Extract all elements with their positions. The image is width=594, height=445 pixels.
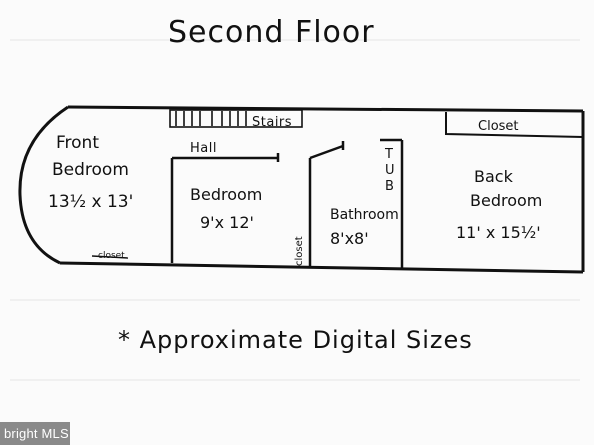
bathroom-size: 8'x8': [330, 229, 369, 248]
bathroom-walls: [308, 138, 404, 270]
back-bedroom-name-line2: Bedroom: [470, 191, 542, 210]
hall-label: Hall: [190, 141, 217, 156]
front-bedroom-name-line1: Front: [56, 133, 99, 153]
closet-top-label: Closet: [478, 119, 519, 134]
bedroom-name: Bedroom: [190, 185, 262, 204]
stairs-label: Stairs: [252, 115, 292, 130]
back-bedroom-name-line1: Back: [474, 167, 514, 186]
outer-walls: [18, 105, 585, 274]
tub-letter-b: B: [385, 179, 394, 194]
closet-top: [445, 112, 584, 138]
tub-letter-t: T: [384, 147, 393, 162]
approximate-sizes-note: * Approximate Digital Sizes: [118, 326, 473, 354]
closet-vertical-label: closet: [294, 236, 305, 266]
tub-letter-u: U: [385, 163, 395, 178]
front-bedroom-size: 13½ x 13': [48, 192, 133, 212]
closet-left-wall: [91, 255, 129, 259]
watermark-logo: bright MLS: [0, 422, 70, 445]
bedroom-walls: [170, 153, 280, 263]
stairs: [169, 109, 303, 128]
bedroom-size: 9'x 12': [200, 213, 254, 232]
bathroom-name: Bathroom: [330, 207, 399, 223]
closet-left-label: closet: [98, 251, 125, 261]
paper-texture: [10, 39, 580, 381]
front-bedroom-name-line2: Bedroom: [52, 160, 129, 180]
page-title: Second Floor: [168, 15, 375, 50]
back-bedroom-size: 11' x 15½': [456, 223, 541, 242]
